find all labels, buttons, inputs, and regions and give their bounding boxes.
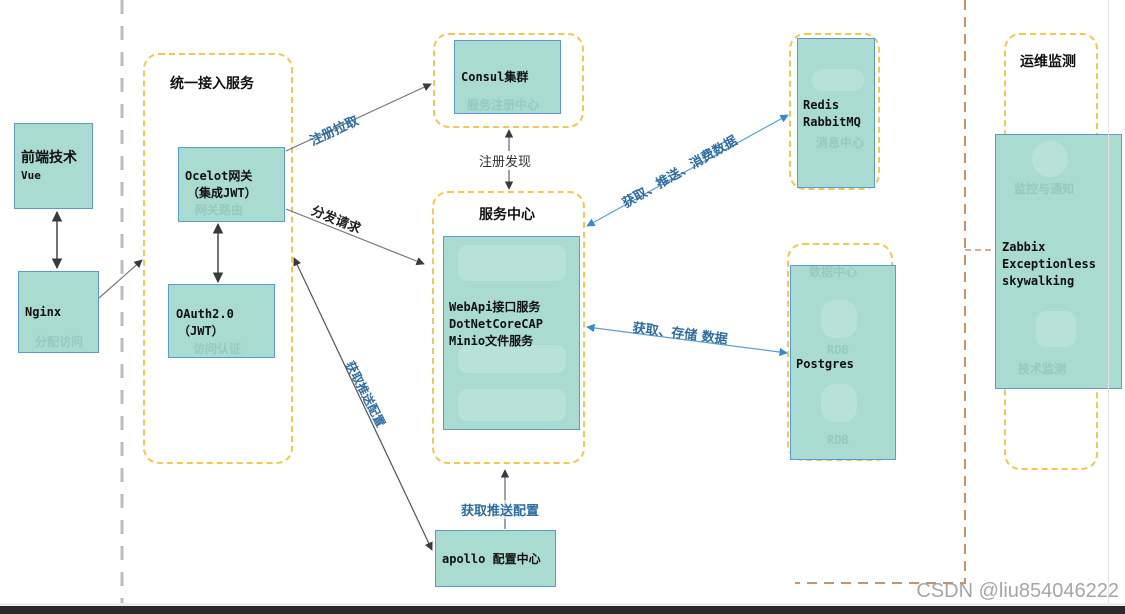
oauth-sub-label: （JWT） xyxy=(178,324,224,338)
database-icon xyxy=(821,300,857,338)
frontend-label: 前端技术 xyxy=(21,150,77,166)
nginx-access-arrow xyxy=(98,259,143,299)
minio-service-label: Minio文件服务 xyxy=(449,334,534,348)
nginx-node[interactable]: Nginx 分配访问 xyxy=(18,271,99,353)
ops-monitor-title: 运维监测 xyxy=(1020,54,1076,70)
apollo-label: apollo 配置中心 xyxy=(442,552,541,566)
nginx-ghost-label: 分配访问 xyxy=(35,335,84,349)
postgres-node[interactable]: 数据中心 RDB Postgres RDB xyxy=(790,265,896,460)
mq-data-arrow xyxy=(586,114,789,227)
access-service-title: 统一接入服务 xyxy=(170,76,254,92)
config-gateway-arrow xyxy=(293,257,433,551)
rdb-ghost-label: RDB xyxy=(827,343,849,357)
consul-node[interactable]: Consul集群 服务注册中心 xyxy=(454,40,561,114)
service-center-title: 服务中心 xyxy=(479,207,535,223)
oauth-label: OAuth2.0 xyxy=(176,307,234,321)
nginx-label: Nginx xyxy=(25,305,62,319)
monitor-ghost-label: 监控与通知 xyxy=(1014,182,1075,196)
page-edge xyxy=(1108,0,1109,603)
data-center-ghost-title: 数据中心 xyxy=(809,265,858,279)
exceptionless-label: Exceptionless xyxy=(1002,257,1096,271)
message-center-group xyxy=(789,33,880,190)
skywalking-label: skywalking xyxy=(1002,274,1075,288)
rabbitmq-label: RabbitMQ xyxy=(803,115,861,129)
tech-monitor-ghost-icon xyxy=(1036,311,1076,347)
ocelot-sub-label: （集成JWT） xyxy=(187,186,257,200)
webapi-service-label: WebApi接口服务 xyxy=(449,300,541,314)
bottom-bar xyxy=(0,603,1125,614)
mq-ghost-icon xyxy=(812,69,864,91)
right-region-border xyxy=(795,0,966,584)
consul-ghost-label: 服务注册中心 xyxy=(467,98,540,112)
db-data-arrow xyxy=(586,323,788,357)
tech-monitor-ghost-label: 技术监测 xyxy=(1018,362,1067,376)
redis-label: Redis xyxy=(803,98,840,112)
monitor-node[interactable]: 监控与通知 Zabbix Exceptionless skywalking 技术… xyxy=(995,134,1122,389)
oauth-node[interactable]: OAuth2.0 （JWT） 访问认证 xyxy=(168,284,275,358)
mq-ghost-label: 消息中心 xyxy=(816,136,865,150)
rdb-ghost-label-2: RDB xyxy=(827,433,849,447)
consul-group xyxy=(433,33,584,128)
services-node[interactable]: WebApi接口服务 DotNetCoreCAP Minio文件服务 xyxy=(443,236,580,430)
ocelot-label: Ocelot网关 xyxy=(185,169,253,183)
service-ghost-block xyxy=(458,245,566,281)
service-ghost-block xyxy=(458,389,566,421)
frontend-node[interactable]: 前端技术 Vue xyxy=(14,123,93,209)
apollo-node[interactable]: apollo 配置中心 xyxy=(435,530,556,587)
frontend-tech: Vue xyxy=(21,169,41,182)
service-ghost-block xyxy=(458,345,566,373)
ocelot-ghost-label: 网关路由 xyxy=(195,203,244,217)
oauth-ghost-label: 访问认证 xyxy=(193,342,242,356)
zabbix-label: Zabbix xyxy=(1002,240,1046,254)
message-center-node[interactable]: Redis RabbitMQ 消息中心 xyxy=(797,38,875,188)
postgres-label: Postgres xyxy=(796,357,854,371)
config-service-label: 获取推送配置 xyxy=(461,500,540,519)
access-service-group: 统一接入服务 xyxy=(143,53,293,464)
database-icon xyxy=(821,384,857,422)
consul-label: Consul集群 xyxy=(461,70,529,84)
dispatch-request-arrow xyxy=(285,208,425,266)
monitor-ghost-icon xyxy=(1032,141,1068,177)
dotnetcorecap-label: DotNetCoreCAP xyxy=(449,317,543,331)
ocelot-gateway-node[interactable]: Ocelot网关 （集成JWT） 网关路由 xyxy=(178,147,285,222)
service-center-group: 服务中心 xyxy=(432,191,585,464)
watermark: CSDN @liu854046222 xyxy=(916,580,1119,602)
register-discover-label: 注册发现 xyxy=(479,151,532,170)
register-pull-arrow xyxy=(285,83,432,152)
